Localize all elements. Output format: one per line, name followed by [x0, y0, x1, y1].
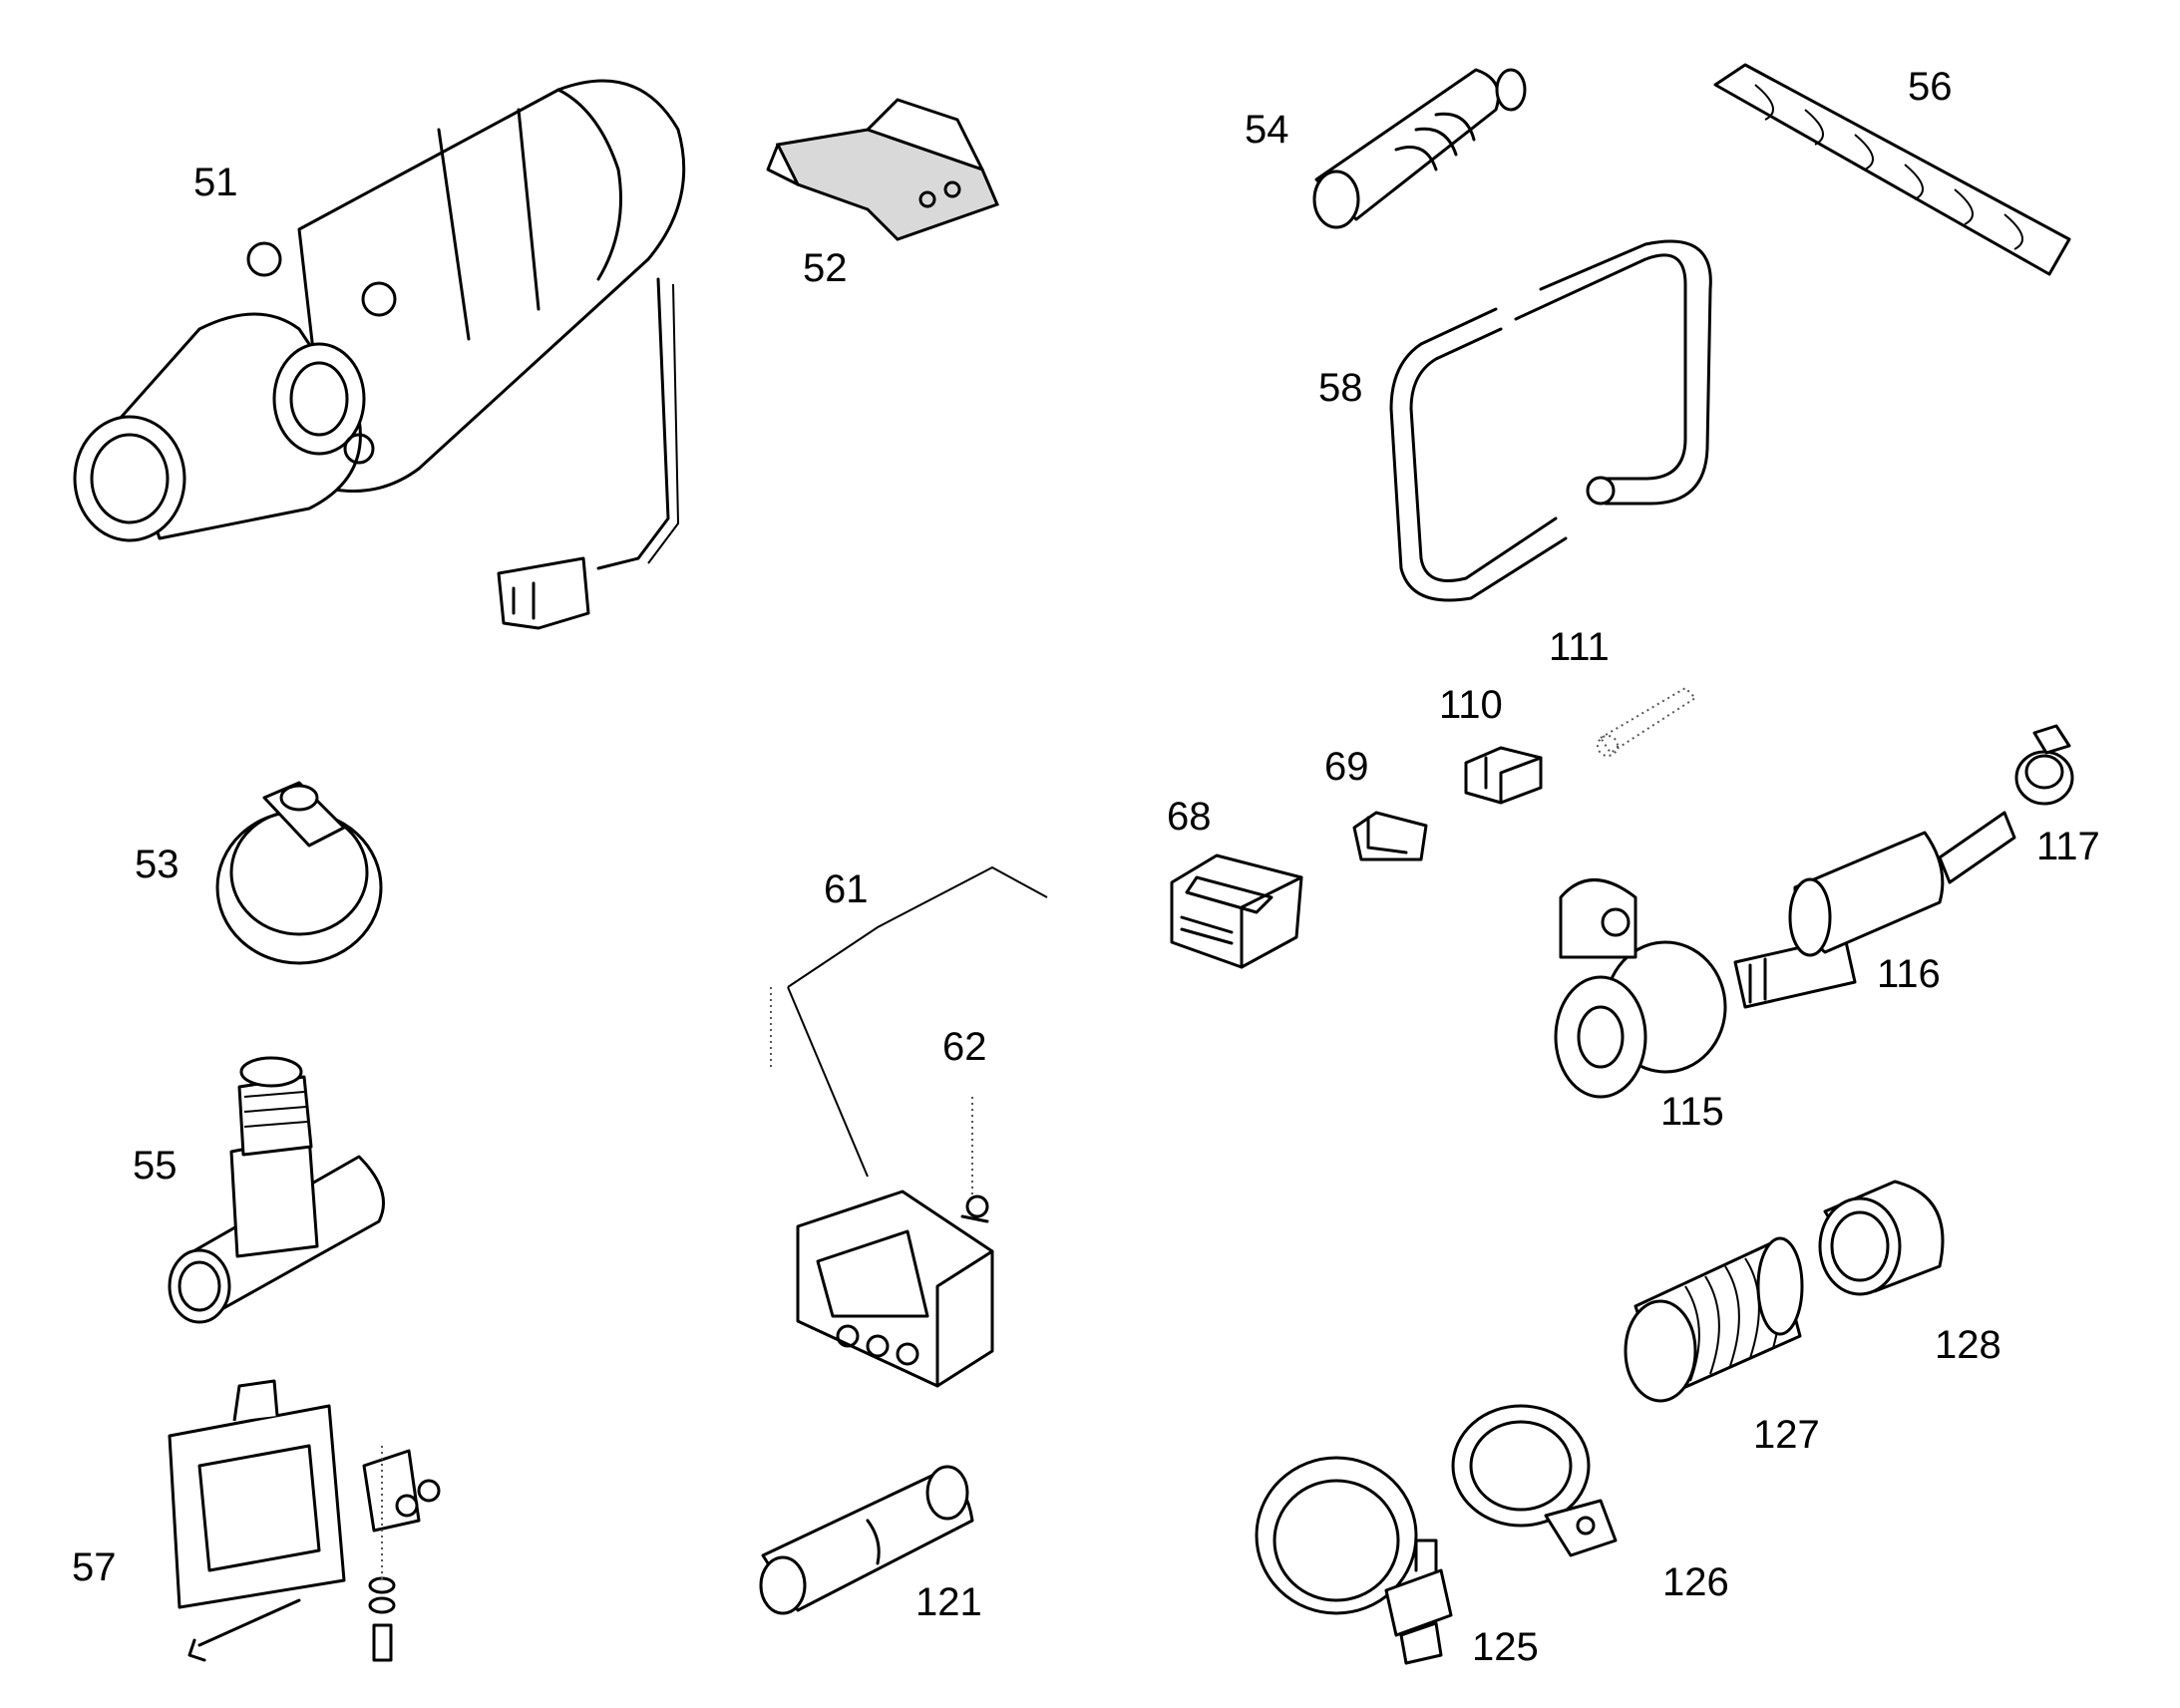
connector-housing-icon	[1170, 854, 1303, 969]
part-label-128: 128	[1935, 1323, 2001, 1367]
part-label-52: 52	[803, 246, 848, 290]
part-label-111: 111	[1549, 625, 1610, 669]
part-label-127: 127	[1753, 1413, 1820, 1457]
pipe-clip-icon	[1554, 878, 1727, 1099]
part-label-117: 117	[2036, 825, 2100, 868]
pipe-plug-icon	[759, 1465, 974, 1615]
part-label-126: 126	[1662, 1560, 1729, 1604]
part-label-53: 53	[135, 843, 180, 886]
end-sleeve-icon	[1818, 1180, 1945, 1296]
part-label-69: 69	[1324, 745, 1369, 789]
mounting-frame-kit-icon	[168, 1379, 441, 1662]
part-label-62: 62	[942, 1025, 987, 1069]
fuel-filter-icon	[1733, 811, 2016, 1009]
part-label-58: 58	[1318, 366, 1363, 410]
part-label-54: 54	[1245, 108, 1289, 152]
hose-clamp-icon	[215, 781, 383, 965]
exhaust-clamp-icon	[1255, 1456, 1453, 1665]
part-label-121: 121	[915, 1580, 982, 1624]
part-label-115: 115	[1660, 1090, 1724, 1134]
small-hose-clamp-icon	[2014, 724, 2074, 806]
pipe-bracket-icon	[1451, 1404, 1618, 1557]
hose-connector-icon	[1312, 68, 1527, 229]
terminal-contact-icon	[1597, 686, 1697, 757]
part-label-51: 51	[193, 161, 238, 204]
bent-hose-icon	[1389, 239, 1712, 602]
part-label-55: 55	[133, 1144, 178, 1188]
screw-icon	[960, 1097, 989, 1223]
part-label-125: 125	[1472, 1625, 1539, 1669]
mounting-bracket-icon	[766, 98, 1000, 241]
part-label-110: 110	[1439, 683, 1503, 727]
cable-harness-icon	[770, 865, 1048, 1178]
flexible-exhaust-pipe-icon	[1624, 1236, 1804, 1403]
connector-insert-icon	[1352, 811, 1428, 861]
connector-block-icon	[1464, 746, 1543, 805]
control-unit-icon	[796, 1190, 994, 1388]
part-label-116: 116	[1877, 952, 1941, 996]
part-label-56: 56	[1908, 65, 1953, 109]
part-label-68: 68	[1167, 795, 1212, 839]
protective-sleeve-icon	[1713, 63, 2071, 276]
t-piece-icon	[168, 1056, 385, 1324]
part-label-57: 57	[72, 1545, 117, 1589]
part-label-61: 61	[824, 867, 869, 911]
circulation-pump-icon	[73, 79, 686, 630]
